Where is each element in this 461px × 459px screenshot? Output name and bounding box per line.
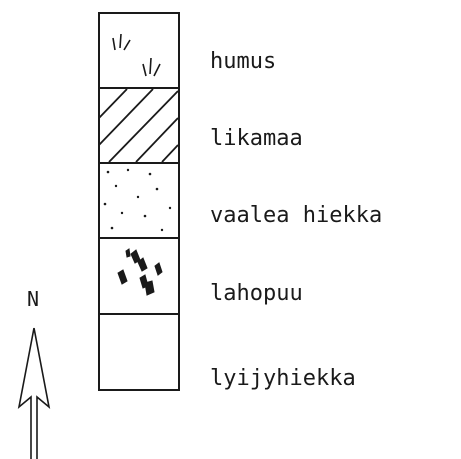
layer-label-humus: humus: [210, 49, 276, 74]
north-arrow-icon: [17, 327, 51, 459]
north-label: N: [27, 287, 39, 311]
vaalea-hiekka-pattern: [103, 168, 172, 232]
layer-label-lahopuu: lahopuu: [210, 281, 303, 306]
humus-pattern: [112, 33, 161, 77]
layer-label-vaalea-hiekka: vaalea hiekka: [210, 203, 382, 228]
layer-label-likamaa: likamaa: [210, 126, 303, 151]
layer-label-lyijyhiekka: lyijyhiekka: [210, 366, 356, 391]
lahopuu-pattern: [117, 248, 163, 296]
likamaa-pattern: [98, 88, 179, 163]
soil-column: [98, 12, 180, 391]
